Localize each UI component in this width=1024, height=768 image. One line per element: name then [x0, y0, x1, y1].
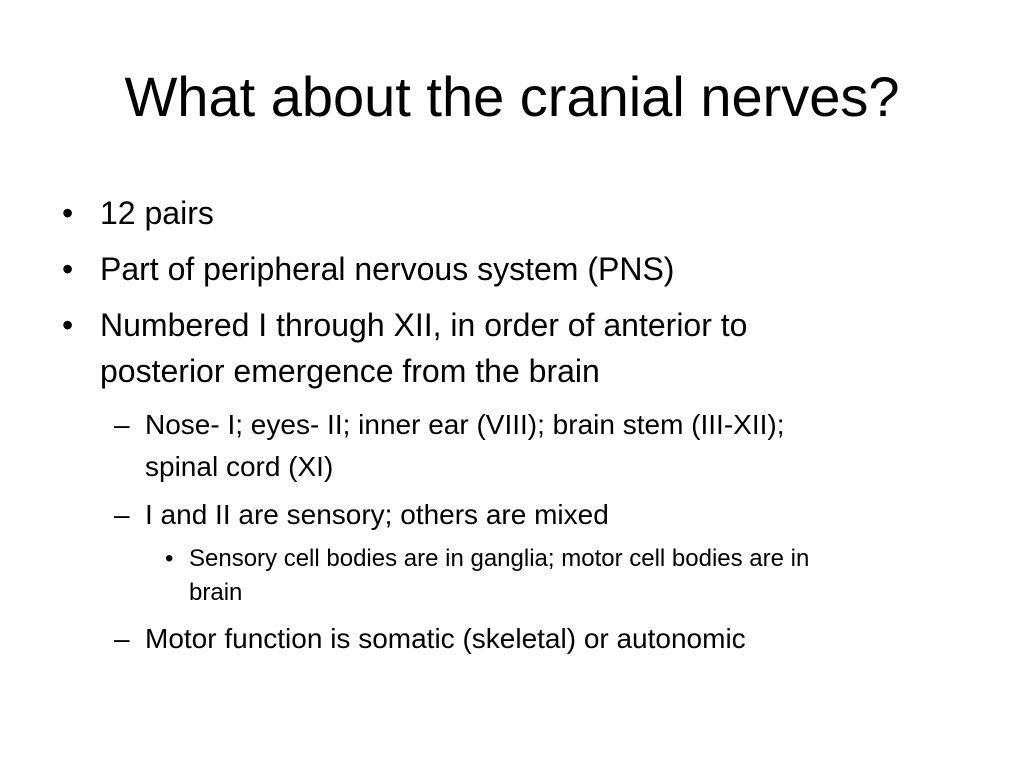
- dash-marker: –: [114, 499, 130, 530]
- bullet-marker: •: [62, 251, 74, 287]
- sub-bullet-locations: – Nose- I; eyes- II; inner ear (VIII); b…: [58, 404, 958, 488]
- sub-bullet-text: I and II are sensory; others are mixed: [145, 499, 609, 530]
- bullet-text-line-1: Numbered I through XII, in order of ante…: [100, 307, 748, 343]
- sub-bullet-text-line-1: Nose- I; eyes- II; inner ear (VIII); bra…: [145, 409, 785, 440]
- bullet-marker: •: [62, 195, 74, 231]
- bullet-numbered: • Numbered I through XII, in order of an…: [58, 302, 958, 394]
- bullet-text: Part of peripheral nervous system (PNS): [100, 251, 675, 287]
- bullet-text-line-2: posterior emergence from the brain: [100, 353, 600, 389]
- bullet-pns: • Part of peripheral nervous system (PNS…: [58, 246, 958, 292]
- bullet-text: 12 pairs: [100, 195, 214, 231]
- sub-sub-bullet-cell-bodies: • Sensory cell bodies are in ganglia; mo…: [58, 542, 958, 610]
- dash-marker: –: [114, 409, 130, 440]
- sub-bullet-text: Motor function is somatic (skeletal) or …: [145, 623, 746, 654]
- sub-bullet-text-line-2: spinal cord (XI): [145, 451, 334, 482]
- dash-marker: –: [114, 623, 130, 654]
- bullet-12-pairs: • 12 pairs: [58, 190, 958, 236]
- slide-title: What about the cranial nerves?: [124, 65, 900, 128]
- slide-body: • 12 pairs • Part of peripheral nervous …: [58, 190, 958, 666]
- sub-bullet-sensory: – I and II are sensory; others are mixed: [58, 494, 958, 536]
- bullet-marker: •: [165, 545, 174, 572]
- bullet-marker: •: [62, 307, 74, 343]
- sub-bullet-motor: – Motor function is somatic (skeletal) o…: [58, 618, 958, 660]
- sub-sub-bullet-text-line-2: brain: [189, 579, 243, 606]
- sub-sub-bullet-text-line-1: Sensory cell bodies are in ganglia; moto…: [189, 545, 810, 572]
